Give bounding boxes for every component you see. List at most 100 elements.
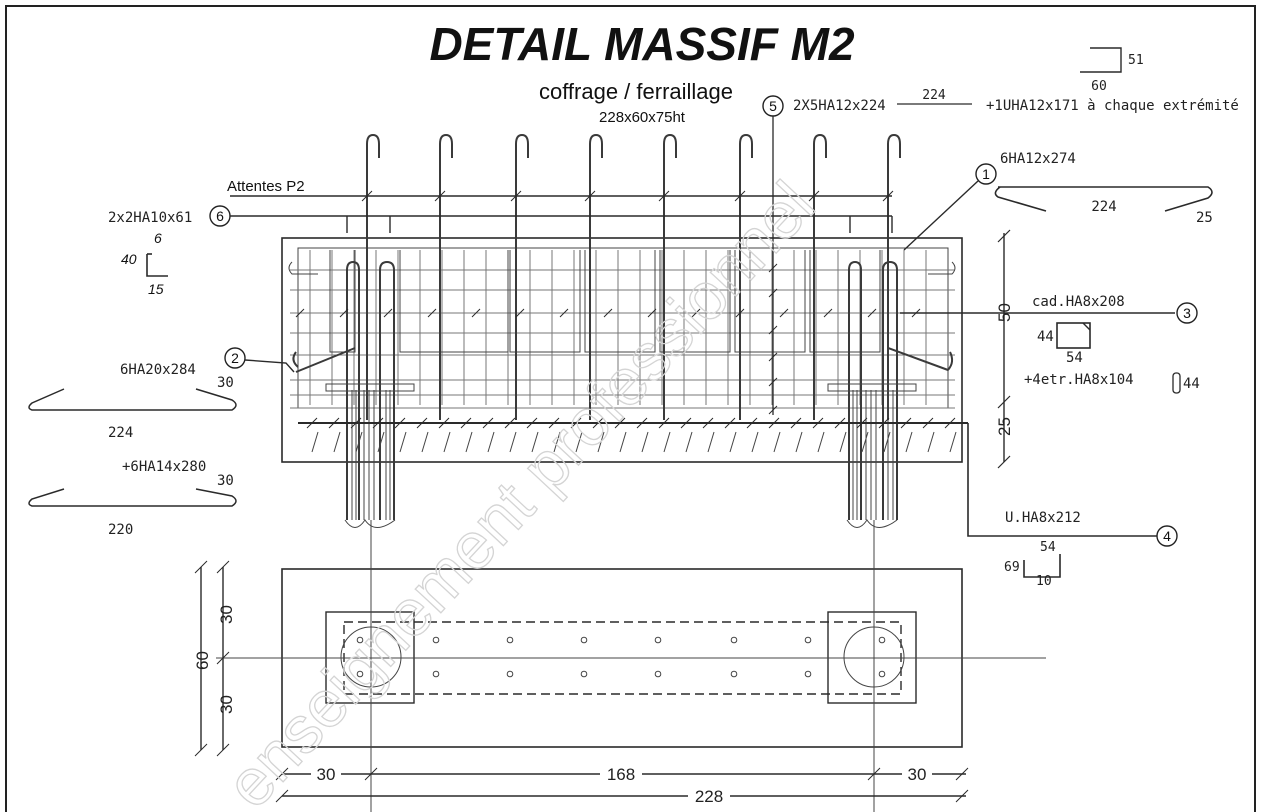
rebar-dot xyxy=(654,636,662,644)
leg xyxy=(927,431,935,453)
left-overhang: 30 xyxy=(317,765,336,784)
tick xyxy=(734,190,746,202)
bar2-mark: 2 xyxy=(231,350,239,366)
height-lower: 25 xyxy=(995,417,1014,436)
center-span: 168 xyxy=(607,765,635,784)
bar3-mark-bubble xyxy=(1176,302,1198,324)
tick xyxy=(944,417,956,429)
bar3-designation: cad.HA8x208 xyxy=(1032,294,1125,310)
bar4-shape-top: 54 xyxy=(1040,540,1056,555)
bar5-mark: 5 xyxy=(769,98,777,114)
bottom-bar-ticks xyxy=(306,417,957,453)
tick xyxy=(339,308,349,318)
tick xyxy=(922,417,934,429)
hooked-bar xyxy=(739,133,753,420)
rebar-dot xyxy=(730,670,738,678)
leg xyxy=(707,431,715,453)
bar4-mark: 4 xyxy=(1163,528,1171,544)
leg xyxy=(333,431,341,453)
tick xyxy=(808,190,820,202)
rebar-dot xyxy=(432,670,440,678)
rebar-dot xyxy=(804,670,812,678)
u-bar xyxy=(809,250,881,353)
tick xyxy=(361,190,373,202)
rebar-dot xyxy=(506,670,514,678)
tick xyxy=(471,308,481,318)
tick xyxy=(735,308,745,318)
tick xyxy=(658,190,670,202)
tick xyxy=(438,417,450,429)
leg xyxy=(949,431,957,453)
rebar-dot xyxy=(804,636,812,644)
watermark: enseignement professionnel xyxy=(211,167,828,812)
top-hooked-bars xyxy=(366,133,901,420)
u-bar xyxy=(584,250,656,353)
u-bar xyxy=(329,250,356,353)
bar6-leg-b: 40 xyxy=(121,251,137,267)
column-rebars-right xyxy=(827,260,917,528)
tick xyxy=(434,190,446,202)
tick xyxy=(603,308,613,318)
bar1-group: 1 6HA12x274 224 25 xyxy=(903,151,1213,251)
bar3-extra-dim: 44 xyxy=(1183,376,1200,392)
leg xyxy=(509,431,517,453)
length-dimensions: 30 168 30 228 xyxy=(275,764,969,806)
drawing-subtitle: coffrage / ferraillage xyxy=(539,79,733,104)
leg xyxy=(861,431,869,453)
bar5-hook-h: 51 xyxy=(1128,53,1144,68)
total-length: 228 xyxy=(695,787,723,806)
tick xyxy=(614,417,626,429)
leg xyxy=(619,431,627,453)
tick xyxy=(867,308,877,318)
bar2-mark-bubble xyxy=(224,347,246,369)
bar5-group: 5 2X5HA12x224 224 +1UHA12x171 à chaque e… xyxy=(762,47,1239,415)
tick xyxy=(394,417,406,429)
leg xyxy=(883,431,891,453)
bar5-note: +1UHA12x171 à chaque extrémité xyxy=(986,98,1239,114)
leg xyxy=(443,431,451,453)
elevation-concrete-outline xyxy=(281,237,963,463)
tick xyxy=(691,308,701,318)
rebar-dot xyxy=(356,670,364,678)
tick xyxy=(515,308,525,318)
bar2-right-bend xyxy=(887,347,949,371)
hooked-bar xyxy=(515,133,529,420)
rebar-dot xyxy=(580,636,588,644)
rebar-dot xyxy=(878,670,886,678)
sheet-frame xyxy=(5,5,1256,812)
bar4-shape-left: 69 xyxy=(1004,560,1020,575)
leg xyxy=(487,431,495,453)
hooked-bar xyxy=(663,133,677,420)
leg xyxy=(685,431,693,453)
plan-width-dimension: 60 30 30 xyxy=(193,560,236,757)
height-upper: 50 xyxy=(995,303,1014,322)
leg xyxy=(553,431,561,453)
rebar-dot xyxy=(654,670,662,678)
tick xyxy=(559,308,569,318)
tick xyxy=(416,417,428,429)
hooked-bar xyxy=(439,133,453,420)
bar1-shape-top: 224 xyxy=(1091,199,1116,215)
leg xyxy=(663,431,671,453)
bar2-extra-bottom: 220 xyxy=(108,522,133,538)
tick xyxy=(482,417,494,429)
tick xyxy=(779,308,789,318)
bar3-extra-designation: +4etr.HA8x104 xyxy=(1024,372,1134,388)
tick xyxy=(460,417,472,429)
tick xyxy=(636,417,648,429)
tick xyxy=(427,308,437,318)
rebar-dot xyxy=(580,670,588,678)
tick xyxy=(510,190,522,202)
tick xyxy=(383,308,393,318)
bar2-extra-designation: +6HA14x280 xyxy=(122,459,206,475)
tick xyxy=(834,417,846,429)
plan-half-bottom: 30 xyxy=(217,695,236,714)
leg xyxy=(773,431,781,453)
bar6-designation: 2x2HA10x61 xyxy=(108,210,192,226)
bar3-shape-left: 44 xyxy=(1037,329,1054,345)
tick xyxy=(295,308,305,318)
tick xyxy=(900,417,912,429)
height-dimension: 50 25 xyxy=(995,229,1014,469)
bar4-shape-inner: 10 xyxy=(1036,574,1052,589)
